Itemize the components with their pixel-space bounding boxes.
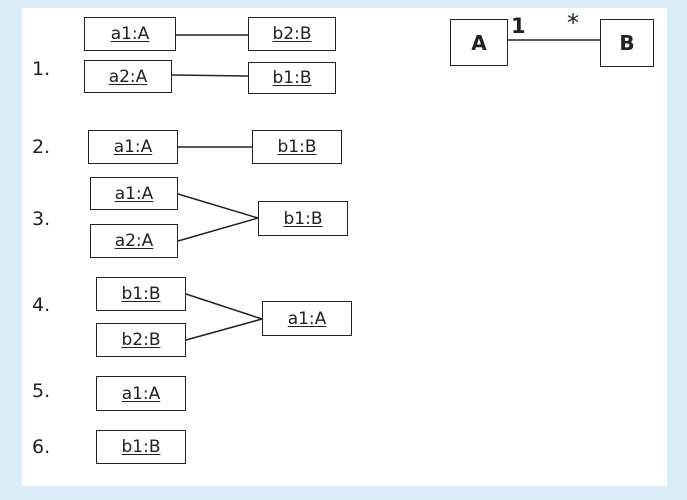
case-number-6: 6. <box>32 436 51 458</box>
multiplicity-a: 1 <box>511 14 526 38</box>
case-number-3: 3. <box>32 208 51 230</box>
object-b1-case1: b1:B <box>248 62 336 94</box>
link-3a <box>177 193 259 219</box>
class-a-box: A <box>450 19 508 66</box>
link-4b <box>185 318 263 341</box>
object-a1-case2: a1:A <box>88 130 178 164</box>
object-b1-case4: b1:B <box>96 277 186 311</box>
case-number-1: 1. <box>32 58 51 80</box>
link-4a <box>185 293 263 320</box>
object-b2-case4: b2:B <box>96 323 186 357</box>
multiplicity-b: * <box>567 9 579 37</box>
diagram-canvas: 1. a1:A b2:B a2:A b1:B 2. a1:A b1:B 3. a… <box>22 8 667 486</box>
case-number-2: 2. <box>32 136 51 158</box>
class-b-box: B <box>600 19 654 67</box>
object-a1-case3: a1:A <box>90 177 178 210</box>
object-b1-case6: b1:B <box>96 430 186 464</box>
object-b2-case1: b2:B <box>248 17 336 51</box>
object-a1-case5: a1:A <box>96 376 186 411</box>
object-a1-case4: a1:A <box>262 301 352 336</box>
case-number-4: 4. <box>32 294 51 316</box>
link-lines <box>171 34 600 341</box>
object-b1-case2: b1:B <box>252 130 342 164</box>
link-3b <box>177 217 259 242</box>
object-a2-case3: a2:A <box>90 224 178 258</box>
object-a2-case1: a2:A <box>84 60 172 93</box>
object-a1-case1: a1:A <box>84 17 176 51</box>
link-1b <box>171 74 249 77</box>
object-b1-case3: b1:B <box>258 201 348 236</box>
case-number-5: 5. <box>32 380 51 402</box>
